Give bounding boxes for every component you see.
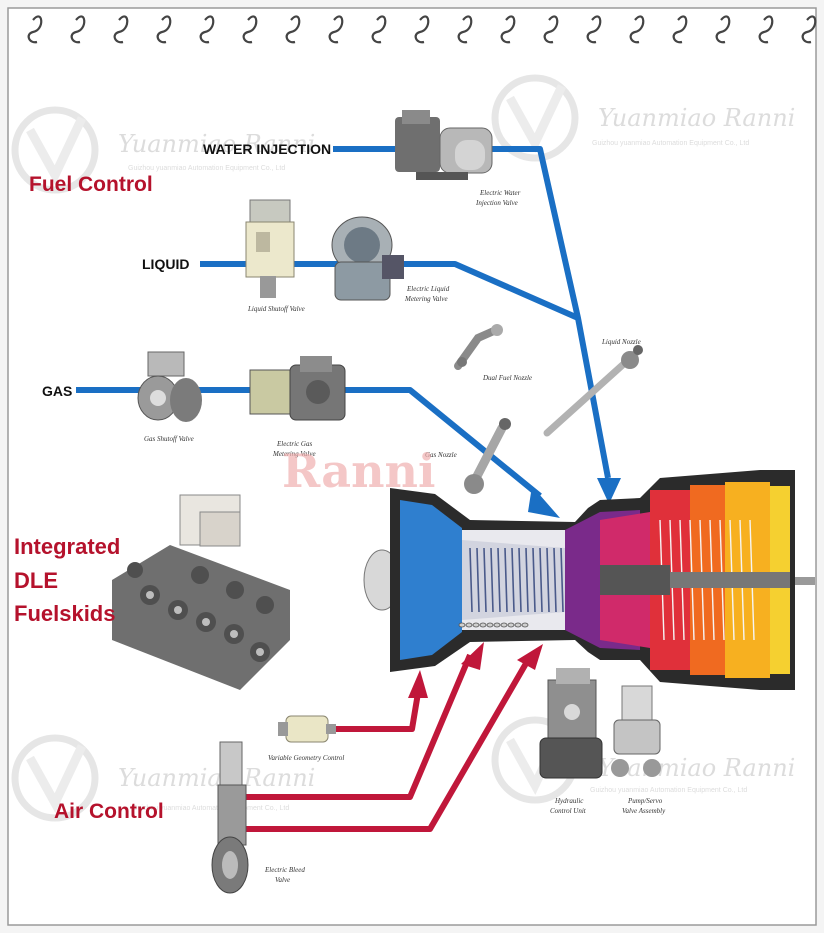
gas-label: GAS	[42, 383, 72, 399]
gas-nozzle	[464, 418, 511, 494]
air-line-variable-geometry	[333, 692, 421, 732]
air-arrow-2	[461, 642, 484, 670]
water-valve-caption-2: Injection Valve	[475, 199, 518, 207]
watermark-top-left: Yuanmiao Ranni Guizhou yuanmiao Automati…	[11, 106, 315, 194]
variable-geometry-control	[278, 715, 336, 743]
liquid-shutoff-caption: Liquid Shutoff Valve	[247, 305, 305, 313]
liquid-nozzle-caption: Liquid Nozzle	[601, 338, 641, 346]
watermark-company: Guizhou yuanmiao Automation Equipment Co…	[128, 165, 285, 172]
dual-nozzle-caption: Dual Fuel Nozzle	[482, 374, 532, 382]
hydraulic-caption-1: Hydraulic	[554, 797, 584, 805]
air-arrow-1	[408, 670, 428, 698]
air-line-bleed	[240, 658, 531, 832]
watermark-brand: Yuanmiao Ranni	[118, 130, 315, 158]
dle-fuelskid	[112, 494, 290, 690]
integrated-title-line1: Integrated	[14, 534, 120, 559]
watermark-center: Ranni	[282, 444, 435, 498]
watermark-bottom-left: Yuanmiao Ranni Guizhou yuanmiao Automati…	[11, 734, 315, 822]
gas-shutoff-caption: Gas Shutoff Valve	[144, 435, 194, 443]
watermark-company: Guizhou yuanmiao Automation Equipment Co…	[592, 140, 749, 147]
watermark-company: Guizhou yuanmiao Automation Equipment Co…	[590, 787, 747, 794]
gas-nozzle-caption: Gas Nozzle	[425, 451, 457, 459]
hydraulic-caption-2: Control Unit	[550, 807, 587, 815]
watermark-brand: Yuanmiao Ranni	[598, 754, 795, 782]
electric-gas-metering-valve	[249, 356, 346, 421]
gas-meter-caption-1: Electric Gas	[276, 440, 312, 448]
dual-fuel-nozzle	[454, 324, 503, 370]
watermark-top-right: Yuanmiao Ranni Guizhou yuanmiao Automati…	[491, 74, 795, 162]
watermark-company: Guizhou yuanmiao Automation Equipment Co…	[132, 805, 289, 812]
electric-water-injection-valve	[395, 110, 493, 180]
spiral-binding	[27, 15, 817, 44]
gas-shutoff-valve	[137, 351, 202, 422]
water-injection-label: WATER INJECTION	[203, 141, 331, 157]
watermark-brand: Yuanmiao Ranni	[118, 764, 315, 792]
air-control-title: Air Control	[54, 800, 164, 823]
liquid-nozzle	[543, 345, 643, 437]
pump-servo-caption-1: Pump/Servo	[627, 797, 663, 805]
air-lines	[240, 653, 531, 832]
integrated-title-line3: Fuelskids	[14, 601, 115, 626]
gas-turbine-engine	[363, 470, 815, 690]
air-line-middle	[240, 653, 473, 800]
bleed-valve-caption-2: Valve	[275, 876, 290, 884]
fuel-arrow-gas	[528, 486, 560, 518]
gas-meter-caption-2: Metering Valve	[272, 450, 316, 458]
liquid-label: LIQUID	[142, 256, 189, 272]
electric-liquid-metering-valve	[331, 216, 404, 301]
integrated-title-line2: DLE	[14, 568, 58, 593]
bleed-valve-caption-1: Electric Bleed	[264, 866, 305, 874]
variable-geometry-caption: Variable Geometry Control	[268, 754, 344, 762]
liquid-meter-caption-1: Electric Liquid	[406, 285, 450, 293]
electric-bleed-valve	[211, 741, 249, 894]
liquid-shutoff-valve	[245, 199, 295, 298]
fuel-control-title: Fuel Control	[29, 173, 153, 196]
hydraulic-control-unit	[539, 668, 603, 779]
watermark-brand: Yuanmiao Ranni	[598, 104, 795, 132]
liquid-meter-caption-2: Metering Valve	[404, 295, 448, 303]
pump-servo-valve-assembly	[611, 685, 661, 777]
water-valve-caption-1: Electric Water	[479, 189, 521, 197]
fuel-arrow-water-liquid	[597, 478, 621, 504]
air-arrow-3	[517, 644, 543, 670]
pump-servo-caption-2: Valve Assembly	[622, 807, 666, 815]
